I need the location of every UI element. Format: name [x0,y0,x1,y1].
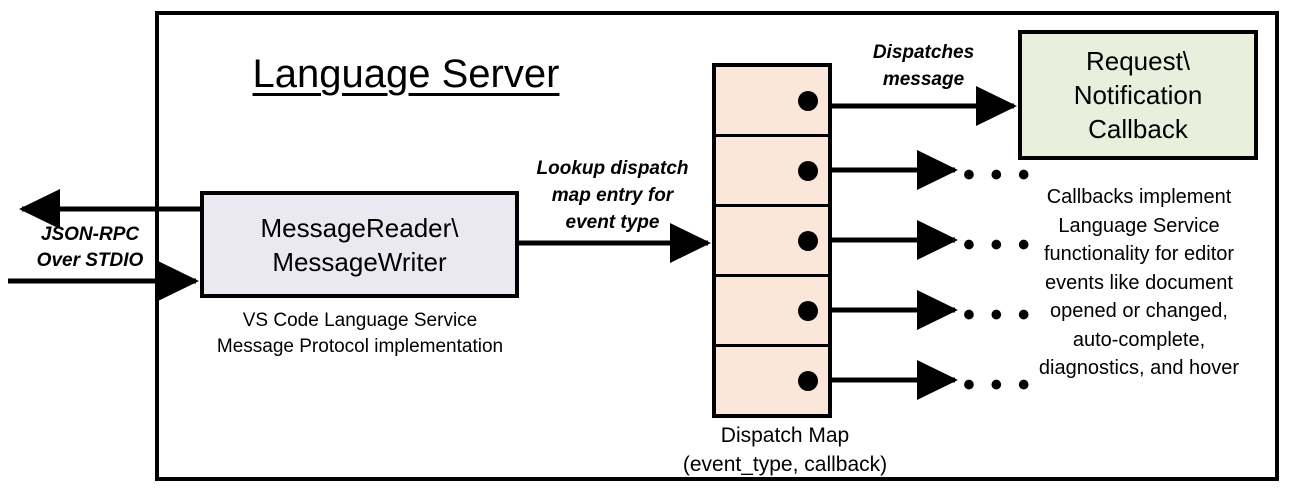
callback-dot-icon [798,160,818,181]
dispatch-map-row[interactable] [716,277,828,347]
dispatch-map-caption: Dispatch Map (event_type, callback) [640,421,930,479]
message-reader-caption: VS Code Language Service Message Protoco… [190,308,530,360]
callback-description: Callbacks implement Language Service fun… [1008,183,1270,383]
jsonrpc-label: JSON-RPC Over STDIO [20,222,160,274]
callback-description-line3: functionality for editor [1043,243,1235,265]
callback-description-line7: diagnostics, and hover [1038,357,1240,379]
callback-dot-icon [798,90,818,111]
callback-description-line1: Callbacks implement [1046,186,1232,208]
dispatches-message-label-line1: Dispatches [872,42,975,63]
callback-description-line6: auto-complete, [1072,328,1206,351]
lookup-dispatch-label: Lookup dispatch map entry for event type [515,155,710,236]
callback-description-line5: opened or changed, [1050,300,1228,322]
message-writer-line: MessageWriter [272,246,447,277]
callback-dot-icon [798,370,818,391]
callback-description-line2: Language Service [1058,214,1220,237]
dispatch-map-row[interactable] [716,347,828,414]
ellipsis-row-4: • • • [963,296,1033,334]
ellipsis-row-2: • • • [963,156,1033,194]
dispatch-map-table[interactable] [712,63,832,418]
dispatches-message-label: Dispatches message [836,39,1011,93]
message-reader-caption-line2: Message Protocol implementation [216,336,504,357]
callback-box-line3: Callback [1088,114,1188,144]
callback-dot-icon [798,230,818,251]
ellipsis-row-3: • • • [963,226,1033,264]
request-notification-callback-box[interactable]: Request\ Notification Callback [1018,30,1258,160]
dispatch-map-row[interactable] [716,67,828,137]
ellipsis-row-5: • • • [963,366,1033,404]
callback-dot-icon [798,300,818,321]
lookup-dispatch-label-line2: map entry for [551,185,674,206]
message-reader-caption-line1: VS Code Language Service [242,310,478,331]
dispatch-map-caption-line1: Dispatch Map [720,424,850,447]
callback-description-line4: events like document [1045,271,1233,294]
lookup-dispatch-label-line1: Lookup dispatch [536,158,689,179]
dispatch-map-row[interactable] [716,207,828,277]
dispatches-message-label-line2: message [882,69,965,90]
dispatch-map-caption-line2: (event_type, callback) [682,453,888,476]
jsonrpc-label-line1: JSON-RPC [40,224,140,245]
callback-box-line1: Request\ [1085,46,1191,76]
language-server-frame [155,11,1279,481]
callback-box-line2: Notification [1073,80,1203,110]
dispatch-map-row[interactable] [716,137,828,207]
page-title: Language Server [252,52,560,96]
message-reader-line: MessageReader\ [260,212,459,243]
message-reader-writer-box[interactable]: MessageReader\ MessageWriter [200,191,519,298]
jsonrpc-label-line2: Over STDIO [36,250,144,271]
lookup-dispatch-label-line3: event type [565,212,660,233]
